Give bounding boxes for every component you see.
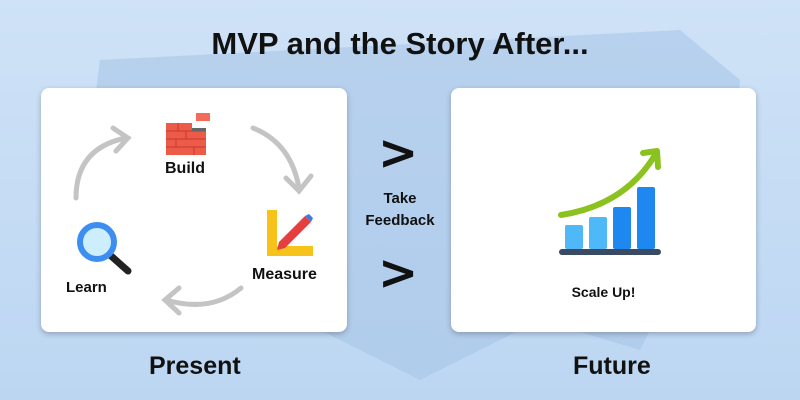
magnifier-icon <box>77 222 132 275</box>
ruler-pencil-icon <box>267 210 313 256</box>
future-caption: Future <box>573 352 651 380</box>
cycle-label-measure: Measure <box>252 266 317 283</box>
take-text: Take <box>383 190 417 207</box>
cycle-label-learn: Learn <box>66 279 107 296</box>
cycle-label-build: Build <box>165 160 205 177</box>
growth-chart-icon <box>558 148 661 255</box>
feedback-text: Feedback <box>365 212 435 229</box>
chevron-right-icon: > <box>378 125 419 181</box>
scale-up-label: Scale Up! <box>571 284 636 300</box>
page-title: MVP and the Story After... <box>211 26 589 61</box>
present-caption: Present <box>149 352 241 380</box>
present-card: Build Measure Learn <box>41 88 347 332</box>
future-card: Scale Up! <box>451 88 756 332</box>
chevron-right-icon: > <box>378 245 419 301</box>
brick-wall-icon <box>166 113 210 155</box>
cycle-arrows <box>73 125 314 316</box>
